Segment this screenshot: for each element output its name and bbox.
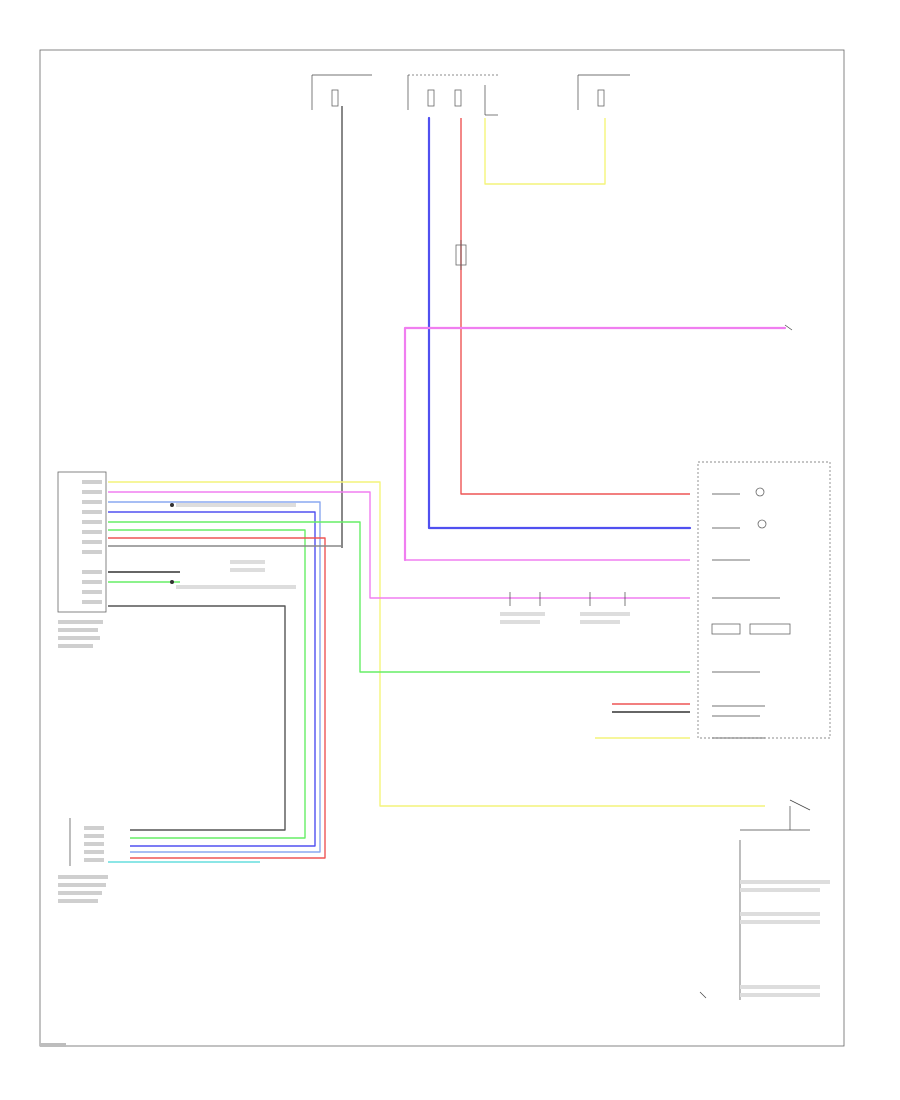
reset-switch <box>739 799 830 1000</box>
ecu-pin-labels <box>82 480 102 604</box>
shield-markers <box>170 503 296 589</box>
ground-symbol-top <box>784 324 793 331</box>
fuse-block-right <box>577 74 630 110</box>
fuse-block-center <box>407 74 500 116</box>
wire-pink-top <box>403 326 787 562</box>
ecu-caption <box>58 620 103 648</box>
diagram-frame <box>39 49 845 1047</box>
wire-blue-ig <box>427 116 692 530</box>
tire-pressure-ecu-box <box>57 471 107 613</box>
wire-green-ecu <box>108 521 690 673</box>
wire-red-b <box>460 118 690 495</box>
fuse-block-left <box>311 74 372 548</box>
wire-blue-ecu <box>108 511 316 847</box>
wire-yellow-top <box>484 118 606 185</box>
tire-pressure-receiver <box>58 818 108 903</box>
wire-green2-ecu <box>108 529 306 839</box>
wire-yellow-ecu <box>108 481 765 807</box>
junction-connector <box>455 240 467 270</box>
meter-internal <box>711 487 791 739</box>
wire-red-ecu <box>108 537 326 859</box>
footer-code <box>40 1043 66 1047</box>
inline-connectors <box>500 592 630 624</box>
wire-darkgray-ecu <box>108 605 286 831</box>
wire-lightblue-ecu <box>108 501 321 853</box>
wire-pink-ecu <box>108 491 690 599</box>
combination-meter-box <box>697 461 831 739</box>
ground-symbol-bottom <box>699 991 707 999</box>
